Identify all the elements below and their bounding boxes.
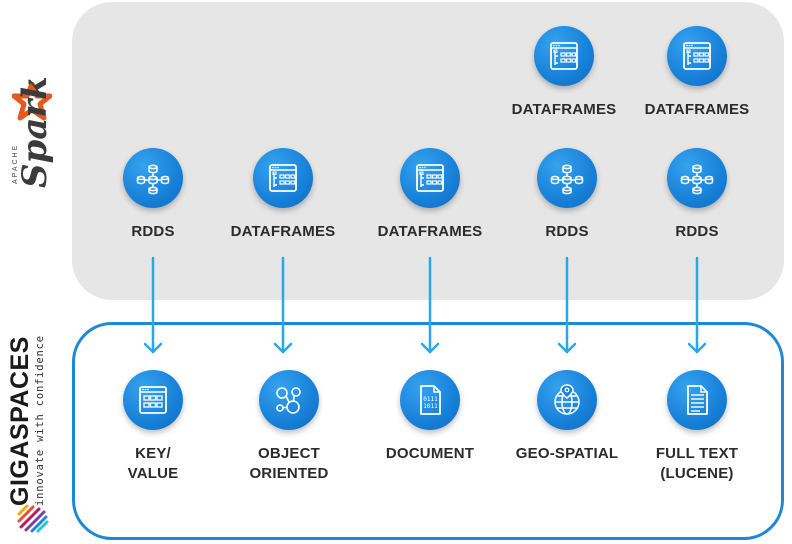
rdd-icon (537, 148, 597, 208)
spark-top-node-2: DATAFRAMES (637, 26, 757, 120)
spark-top-node-1: DATAFRAMES (504, 26, 624, 120)
spark-star-icon (12, 82, 52, 121)
arrow-5 (687, 256, 707, 354)
full-text-icon (667, 370, 727, 430)
dataframe-icon (534, 26, 594, 86)
gs-node-1: KEY/ VALUE (93, 370, 213, 484)
spark-top-label-1: DATAFRAMES (511, 101, 617, 118)
spark-label-4: RDDS (545, 223, 589, 240)
spark-logo: APACHE Spark (2, 76, 66, 194)
gs-label-3: DOCUMENT (385, 445, 475, 462)
gs-node-4: GEO-SPATIAL (507, 370, 627, 464)
gs-node-2: OBJECT ORIENTED (229, 370, 349, 484)
spark-node-3: DATAFRAMES (370, 148, 490, 242)
arrow-2 (273, 256, 293, 354)
globe-icon (537, 370, 597, 430)
spark-node-2: DATAFRAMES (223, 148, 343, 242)
document-icon (400, 370, 460, 430)
gigaspaces-panel (72, 322, 784, 540)
spark-label-3: DATAFRAMES (377, 223, 483, 240)
arrow-4 (557, 256, 577, 354)
dataframe-icon (400, 148, 460, 208)
gs-label-5: FULL TEXT (LUCENE) (655, 445, 739, 482)
spark-top-label-2: DATAFRAMES (644, 101, 750, 118)
gs-label-1: KEY/ VALUE (127, 445, 179, 482)
spark-node-4: RDDS (507, 148, 627, 242)
gigaspaces-mark-icon (17, 504, 49, 533)
gs-label-2: OBJECT ORIENTED (249, 445, 329, 482)
spark-node-1: RDDS (93, 148, 213, 242)
arrow-3 (420, 256, 440, 354)
rdd-icon (123, 148, 183, 208)
arrow-1 (143, 256, 163, 354)
gs-node-5: FULL TEXT (LUCENE) (637, 370, 757, 484)
spark-label-1: RDDS (131, 223, 175, 240)
gs-label-4: GEO-SPATIAL (515, 445, 619, 462)
object-oriented-icon (259, 370, 319, 430)
spark-label-2: DATAFRAMES (230, 223, 336, 240)
dataframe-icon (667, 26, 727, 86)
key-value-icon (123, 370, 183, 430)
dataframe-icon (253, 148, 313, 208)
spark-label-5: RDDS (675, 223, 719, 240)
rdd-icon (667, 148, 727, 208)
gs-node-3: DOCUMENT (370, 370, 490, 464)
spark-node-5: RDDS (637, 148, 757, 242)
gigaspaces-logo: GIGASPACES innovate with confidence (6, 330, 68, 536)
